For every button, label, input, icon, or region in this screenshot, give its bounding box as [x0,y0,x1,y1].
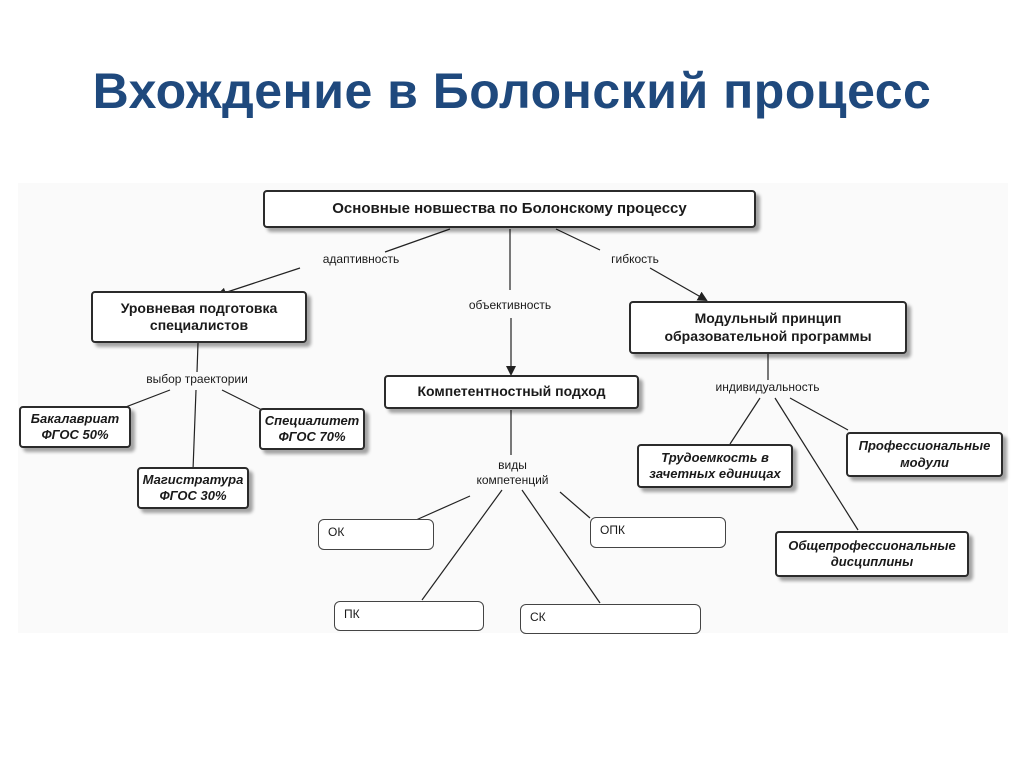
node-sk: СК [520,604,701,634]
connector-types-opk [559,491,591,519]
node-sk-label: СК [530,610,546,624]
node-labor-intensity: Трудоемкость в зачетных единицах [637,444,793,488]
node-opk-label: ОПК [600,523,625,537]
node-master: Магистратура ФГОС 30% [137,467,249,509]
node-bachelor: Бакалавриат ФГОС 50% [19,406,131,448]
connector-trajectory-specialist [221,389,263,411]
node-modular-principle-label: Модульный принцип образовательной програ… [664,310,872,344]
node-competence-approach: Компетентностный подход [384,375,639,409]
edge-label-competence-types: виды компетенций [476,458,549,487]
node-pk-label: ПК [344,607,360,621]
edge-label-individuality: индивидуальность [715,380,820,394]
connector-indiv-labor [729,397,761,445]
edge-label-adaptivity: адаптивность [322,252,400,266]
connector-types-ok [415,495,471,521]
edge-label-objectivity: объективность [468,298,552,312]
node-pk: ПК [334,601,484,631]
node-level-training-label: Уровневая подготовка специалистов [120,299,278,334]
connector-flexibility-modular [649,267,708,301]
connector-root-adaptivity [384,228,451,253]
connector-indiv-general [774,397,859,531]
node-specialist-label: Специалитет ФГОС 70% [264,412,360,444]
node-general-disciplines: Общепрофессиональные дисциплины [775,531,969,577]
node-professional-modules: Профессиональные модули [846,432,1003,477]
connector-level-trajectory [196,342,199,373]
node-level-training: Уровневая подготовка специалистов [91,291,307,343]
node-labor-intensity-label: Трудоемкость в зачетных единицах [649,449,781,481]
node-modular-principle: Модульный принцип образовательной програ… [629,301,907,354]
node-specialist: Специалитет ФГОС 70% [259,408,365,450]
root-node-label: Основные новшества по Болонскому процесс… [332,199,687,217]
node-opk: ОПК [590,517,726,548]
node-ok-label: ОК [328,525,345,539]
connector-indiv-professional [789,397,849,431]
edge-label-trajectory: выбор траектории [146,372,248,386]
connector-adaptivity-level [216,267,301,298]
page-title: Вхождение в Болонский процесс [92,63,932,119]
node-professional-modules-label: Профессиональные модули [858,438,991,470]
connector-trajectory-master [192,389,197,471]
root-node: Основные новшества по Болонскому процесс… [263,190,756,228]
node-bachelor-label: Бакалавриат ФГОС 50% [30,410,120,442]
node-competence-approach-label: Компетентностный подход [417,383,606,400]
node-master-label: Магистратура ФГОС 30% [142,471,244,503]
connector-root-flexibility [555,228,601,251]
node-general-disciplines-label: Общепрофессиональные дисциплины [788,537,956,569]
connector-types-pk [421,489,503,601]
node-ok: ОК [318,519,434,550]
connector-types-sk [521,489,601,604]
edge-label-flexibility: гибкость [611,252,659,266]
